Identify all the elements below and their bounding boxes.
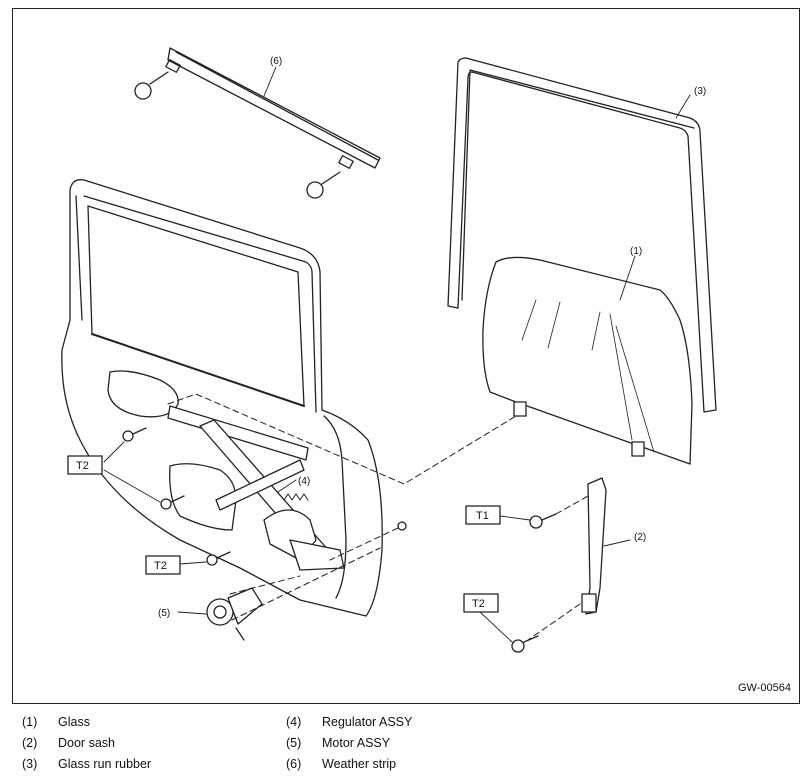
svg-text:T2: T2 [154,560,167,572]
legend-item: (5) Motor ASSY [286,733,412,754]
legend-number: (4) [286,715,302,729]
assembly-lines [167,393,589,641]
legend-right: (4) Regulator ASSY (5) Motor ASSY (6) Weath… [286,712,412,775]
diagram-frame [12,8,800,704]
callout-4: (4) [298,476,310,487]
motor-assy [206,587,263,641]
door-sash [581,477,607,615]
torque-tag-t2-lower: T2 [463,593,499,613]
legend-item: (1) Glass [22,712,151,733]
legend-item: (2) Door sash [22,733,151,754]
legend-left: (1) Glass (2) Door sash (3) Glass run rubbe… [22,712,151,775]
svg-text:T1: T1 [476,510,489,522]
bolt-t2-upper-b [160,495,185,510]
leader-lines [103,66,691,643]
weather-strip-clip-lower [306,171,341,199]
legend-number: (3) [22,757,38,771]
bolt-t2-lower [511,635,539,653]
callout-2: (2) [634,532,646,543]
callout-6: (6) [270,56,282,67]
legend-number: (2) [22,736,38,750]
weather-strip [165,47,381,169]
legend-label: Weather strip [322,757,397,771]
weather-strip-clip-upper [134,71,169,100]
torque-tag-t2-upper: T2 [67,455,103,475]
legend-number: (6) [286,757,302,771]
svg-text:T2: T2 [76,460,89,472]
bolt-small [397,521,407,531]
legend-number: (1) [22,715,38,729]
legend-label: Motor ASSY [322,736,391,750]
door-glass [482,256,693,465]
bolt-t2-middle [206,551,231,566]
diagram-code: GW-00564 [738,682,791,694]
svg-text:T2: T2 [472,598,485,610]
door-panel [61,179,383,617]
legend-item: (6) Weather strip [286,754,412,775]
callout-3: (3) [694,86,706,97]
legend-label: Glass [58,715,90,729]
legend-number: (5) [286,736,302,750]
callout-1: (1) [630,246,642,257]
legend-label: Glass run rubber [58,757,152,771]
torque-tag-t2-middle: T2 [145,555,181,575]
bolt-t2-upper-a [122,427,147,442]
regulator-assy [167,405,345,571]
bolt-t1 [529,513,557,529]
legend-label: Door sash [58,736,115,750]
legend-item: (4) Regulator ASSY [286,712,412,733]
legend-label: Regulator ASSY [322,715,413,729]
legend-item: (3) Glass run rubber [22,754,151,775]
glass-run-rubber [447,57,717,413]
torque-tag-t1: T1 [465,505,501,525]
callout-5: (5) [158,608,170,619]
